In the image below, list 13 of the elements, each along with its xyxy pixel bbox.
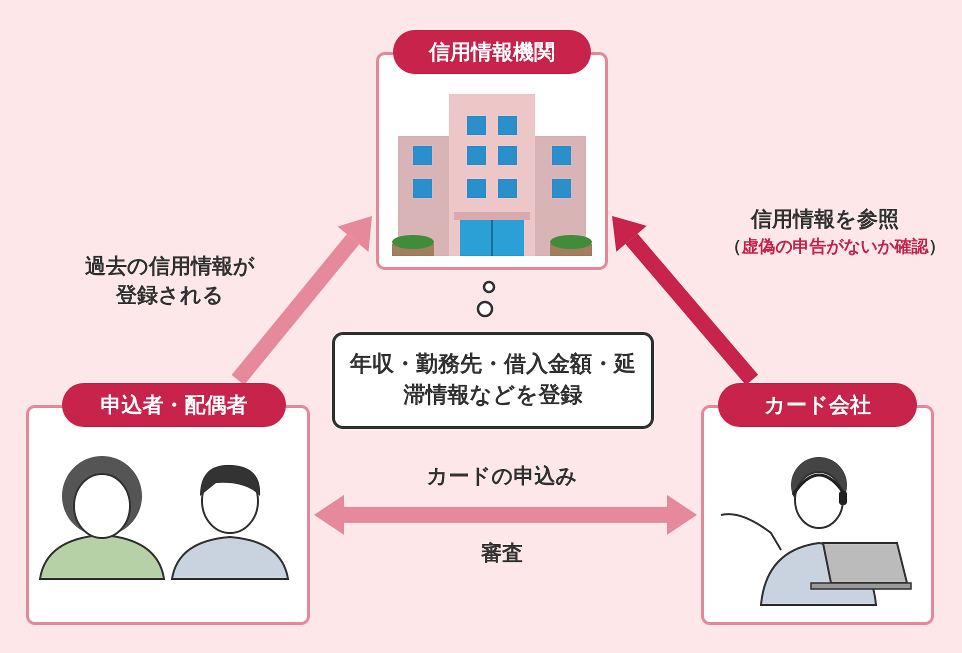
edge-label: 過去の信用情報が登録される: [84, 253, 256, 309]
edge-label: カードの申込み: [426, 463, 578, 490]
heading-tab: カード会社: [718, 383, 917, 427]
arrow: [314, 494, 697, 535]
heading-tab: 信用情報機関: [393, 30, 591, 74]
caption-text: 審査: [480, 540, 524, 566]
speech-box: [332, 332, 654, 429]
arrow: [232, 216, 372, 386]
box-text: 年収・勤務先・借入金額・延滞情報などを登録: [349, 351, 637, 410]
edge-label: 信用情報を参照: [749, 206, 900, 233]
arrow: [612, 216, 758, 386]
note-text: （虚偽の申告がないか確認）: [724, 236, 946, 259]
heading-tab: 申込者・配偶者: [62, 383, 286, 427]
